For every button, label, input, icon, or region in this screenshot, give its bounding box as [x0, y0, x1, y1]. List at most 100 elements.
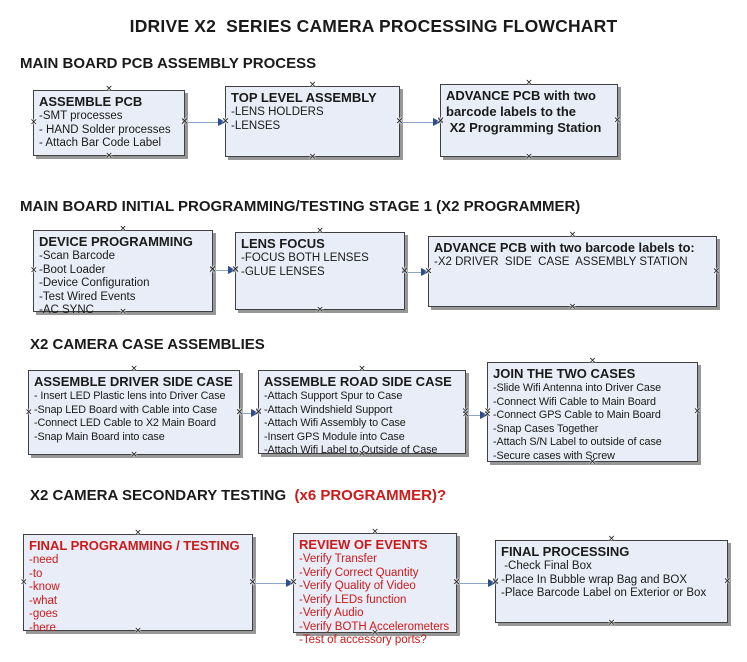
box-line: -Insert GPS Module into Case — [264, 430, 405, 443]
box-line: -Connect Wifi Cable to Main Board — [493, 395, 656, 408]
connector-handle-t-icon: × — [588, 356, 597, 366]
box-title: ASSEMBLE DRIVER SIDE CASE — [34, 374, 233, 389]
box-title: FINAL PROGRAMMING / TESTING — [29, 538, 240, 553]
connector-handle-b-icon: × — [316, 305, 324, 315]
connector-handle-t-icon: × — [105, 84, 113, 94]
flow-arrow-lens-focus-to-advance: ×× — [401, 267, 432, 277]
box-line: -Slide Wifi Antenna into Driver Case — [493, 382, 662, 394]
box-line: -goes — [29, 608, 58, 620]
flow-box-lens-focus: LENS FOCUS -FOCUS BOTH LENSES -GLUE LENS… — [232, 227, 408, 315]
connector-handle-t-icon: × — [607, 534, 616, 544]
section-heading-case-assemblies: X2 CAMERA CASE ASSEMBLIES — [30, 336, 265, 353]
box-title: TOP LEVEL ASSEMBLY — [231, 90, 377, 105]
flow-box-top-level-assembly: TOP LEVEL ASSEMBLY -LENS HOLDERS -LENSES… — [222, 81, 403, 162]
flow-box-final-programming-testing: FINAL PROGRAMMING / TESTING -need -to -k… — [20, 529, 256, 636]
box-title: ASSEMBLE ROAD SIDE CASE — [264, 374, 452, 389]
box-line: -to — [29, 567, 43, 580]
box-line: -AC SYNC — [39, 304, 94, 316]
box-title: X2 Programming Station — [446, 120, 602, 135]
box-line: -LENS HOLDERS — [231, 106, 324, 118]
flow-arrow-road-case-to-join: ×× — [462, 410, 491, 420]
box-line: -Verify Audio — [299, 607, 364, 619]
box-line: - HAND Solder processes — [39, 123, 171, 136]
connector-handle-t-icon: × — [371, 527, 379, 537]
flow-box-join-the-two-cases: JOIN THE TWO CASES -Slide Wifi Antenna i… — [484, 357, 701, 467]
flow-box-advance-to-driver-side-station: ADVANCE PCB with two barcode labels to: … — [425, 231, 720, 312]
flow-box-advance-to-programming-station: ADVANCE PCB with two barcode labels to t… — [437, 79, 621, 162]
connector-handle-t-icon: × — [358, 364, 366, 374]
connector-handle-b-icon: × — [607, 618, 616, 628]
box-line: -Device Configuration — [39, 277, 150, 289]
connector-handle-t-icon: × — [308, 80, 317, 90]
connector-handle-b-icon: × — [130, 450, 138, 460]
section-heading-black-part: X2 CAMERA SECONDARY TESTING — [30, 487, 295, 504]
box-line: -Boot Loader — [39, 263, 106, 276]
flow-arrow-review-to-final-processing: ×× — [453, 578, 499, 588]
box-line: -Secure cases with Screw — [493, 449, 615, 462]
connector-handle-t-icon: × — [130, 364, 138, 374]
box-line: -Connect LED Cable to X2 Main Board — [34, 417, 216, 429]
connector-handle-t-icon: × — [134, 528, 142, 538]
connector-handle-t-icon: × — [316, 226, 324, 236]
box-line: -SMT processes — [39, 110, 123, 122]
box-line: -here — [29, 621, 56, 634]
connector-handle-b-icon: × — [525, 152, 533, 162]
box-line: -Snap Cases Together — [493, 422, 599, 435]
flow-box-assemble-driver-side-case: ASSEMBLE DRIVER SIDE CASE - Insert LED P… — [25, 365, 243, 460]
box-title: ASSEMBLE PCB — [39, 94, 143, 109]
flow-arrow-assemble-to-top-level: ×× — [181, 117, 229, 127]
connector-handle-l-icon: × — [25, 407, 33, 417]
box-title: barcode labels to the — [446, 104, 577, 119]
box-title: LENS FOCUS — [241, 236, 325, 251]
box-line: -Place Barcode Label on Exterior or Box — [501, 587, 707, 599]
box-line: -GLUE LENSES — [241, 265, 325, 278]
connector-handle-b-icon: × — [105, 151, 113, 161]
box-line: -need — [29, 554, 59, 566]
section-heading-pcb-assembly: MAIN BOARD PCB ASSEMBLY PROCESS — [20, 55, 317, 72]
box-line: -what — [29, 594, 58, 607]
box-line: -LENSES — [231, 119, 281, 132]
box-line: -Attach Support Spur to Case — [264, 390, 403, 402]
box-line: -Snap LED Board with Cable into Case — [34, 403, 218, 416]
flow-arrow-device-prog-to-lens-focus: ×× — [209, 265, 239, 275]
box-line: -Check Final Box — [501, 560, 592, 572]
flowchart-title: IDRIVE X2 SERIES CAMERA PROCESSING FLOWC… — [129, 16, 618, 36]
section-heading-secondary-testing: X2 CAMERA SECONDARY TESTING (x6 PROGRAMM… — [30, 487, 446, 504]
box-title: JOIN THE TWO CASES — [493, 366, 636, 381]
box-title: ADVANCE PCB with two — [446, 88, 596, 103]
connector-handle-l-icon: × — [20, 577, 28, 587]
flow-box-assemble-pcb: ASSEMBLE PCB -SMT processes - HAND Solde… — [30, 85, 188, 161]
flow-arrow-driver-case-to-road-case: ×× — [236, 408, 262, 418]
box-line: -Attach S/N Label to outside of case — [493, 436, 662, 448]
box-line: -Verify BOTH Accelerometers — [299, 620, 450, 633]
connector-handle-b-icon: × — [308, 152, 317, 162]
box-line: -Verify LEDs function — [299, 593, 407, 606]
box-line: -Attach Wifi Assembly to Case — [264, 417, 406, 429]
flow-arrow-final-prog-to-review: ×× — [249, 578, 297, 588]
box-line: -Verify Correct Quantity — [299, 566, 419, 579]
flow-arrow-top-level-to-advance: ×× — [396, 117, 444, 127]
flow-box-final-processing: FINAL PROCESSING -Check Final Box -Place… — [492, 535, 731, 628]
box-line: -Test Wired Events — [39, 290, 136, 303]
box-line: - Attach Bar Code Label — [39, 137, 162, 149]
box-line: - Insert LED Plastic lens into Driver Ca… — [34, 390, 226, 402]
connector-handle-t-icon: × — [568, 230, 577, 240]
box-line: -Verify Quality of Video — [299, 580, 416, 592]
box-line: -X2 DRIVER SIDE CASE ASSEMBLY STATION — [434, 256, 688, 268]
box-line: -Place In Bubble wrap Bag and BOX — [501, 573, 688, 586]
connector-handle-l-icon: × — [30, 117, 38, 128]
section-heading-red-part: (x6 PROGRAMMER)? — [294, 487, 447, 504]
flow-box-assemble-road-side-case: ASSEMBLE ROAD SIDE CASE -Attach Support … — [255, 365, 469, 459]
box-line: -Attach Windshield Support — [264, 403, 393, 416]
box-line: -Test of accessory ports? — [299, 634, 427, 646]
box-title: FINAL PROCESSING — [501, 544, 630, 559]
box-line: -Attach Wifi Label to Outside of Case — [264, 444, 438, 456]
connector-handle-b-icon: × — [568, 302, 577, 312]
flow-box-device-programming: DEVICE PROGRAMMING -Scan Barcode -Boot L… — [30, 225, 216, 317]
box-line: -Snap Main Board into case — [34, 430, 165, 443]
box-line: -FOCUS BOTH LENSES — [241, 252, 369, 264]
flow-box-review-of-events: REVIEW OF EVENTS -Verify Transfer -Verif… — [290, 528, 460, 647]
section-heading-initial-programming: MAIN BOARD INITIAL PROGRAMMING/TESTING S… — [20, 198, 581, 215]
box-line: -Verify Transfer — [299, 553, 377, 565]
